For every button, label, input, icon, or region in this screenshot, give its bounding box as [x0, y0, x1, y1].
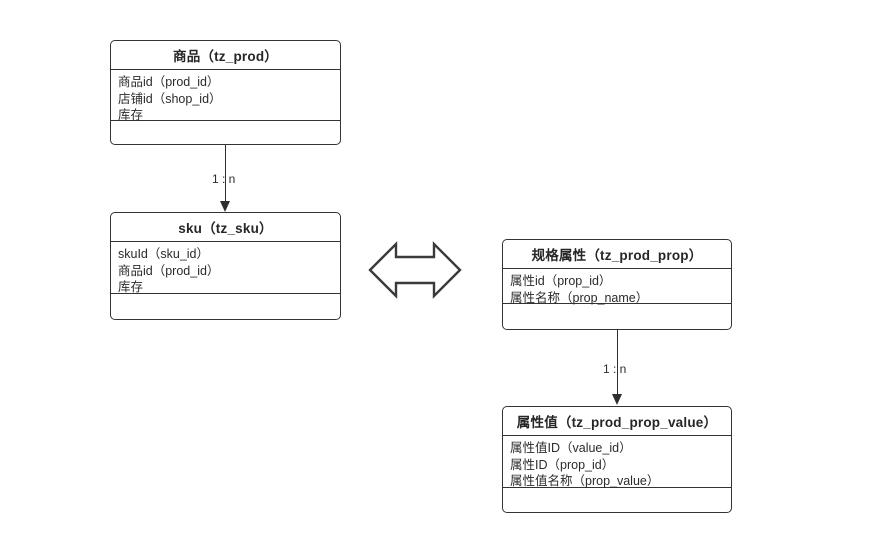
double-headed-arrow-icon — [368, 236, 462, 304]
entity-header-tz-sku: sku（tz_sku） — [111, 213, 340, 242]
entity-field: 店铺id（shop_id） — [118, 91, 222, 106]
entity-body-tz-prod-prop-value: 属性值ID（value_id） 属性ID（prop_id） 属性值名称（prop… — [503, 436, 731, 488]
entity-body-tz-prod: 商品id（prod_id） 店铺id（shop_id） 库存 — [111, 70, 340, 122]
entity-footer-tz-sku — [111, 294, 340, 318]
entity-field: 属性ID（prop_id） — [510, 457, 615, 472]
entity-header-tz-prod: 商品（tz_prod） — [111, 41, 340, 70]
entity-field: 属性id（prop_id） — [510, 274, 612, 288]
entity-field: 属性值名称（prop_value） — [510, 474, 660, 488]
relation-line — [617, 330, 618, 394]
entity-header-tz-prod-prop: 规格属性（tz_prod_prop） — [503, 240, 731, 269]
relation-label: 1 : n — [603, 362, 627, 376]
entity-field: 库存 — [118, 108, 144, 122]
entity-body-tz-sku: skuId（sku_id） 商品id（prod_id） 库存 — [111, 242, 340, 294]
entity-footer-tz-prod — [111, 121, 340, 143]
entity-box-tz-prod[interactable]: 商品（tz_prod） 商品id（prod_id） 店铺id（shop_id） … — [110, 40, 341, 145]
entity-field: 属性名称（prop_name） — [510, 290, 649, 305]
entity-box-tz-prod-prop[interactable]: 规格属性（tz_prod_prop） 属性id（prop_id） 属性名称（pr… — [502, 239, 732, 330]
entity-field: 属性值ID（value_id） — [510, 441, 632, 455]
entity-footer-tz-prod-prop — [503, 304, 731, 328]
entity-field: 商品id（prod_id） — [118, 263, 220, 278]
entity-box-tz-prod-prop-value[interactable]: 属性值（tz_prod_prop_value） 属性值ID（value_id） … — [502, 406, 732, 513]
relation-label: 1 : n — [212, 172, 236, 186]
relation-line — [225, 145, 226, 201]
entity-box-tz-sku[interactable]: sku（tz_sku） skuId（sku_id） 商品id（prod_id） … — [110, 212, 341, 320]
relation-arrowhead-icon — [611, 394, 622, 405]
entity-field: 商品id（prod_id） — [118, 75, 220, 89]
entity-footer-tz-prod-prop-value — [503, 488, 731, 511]
relation-arrowhead-icon — [219, 201, 230, 212]
entity-field: skuId（sku_id） — [118, 247, 210, 261]
entity-header-tz-prod-prop-value: 属性值（tz_prod_prop_value） — [503, 407, 731, 436]
entity-field: 库存 — [118, 280, 144, 294]
entity-body-tz-prod-prop: 属性id（prop_id） 属性名称（prop_name） — [503, 269, 731, 305]
